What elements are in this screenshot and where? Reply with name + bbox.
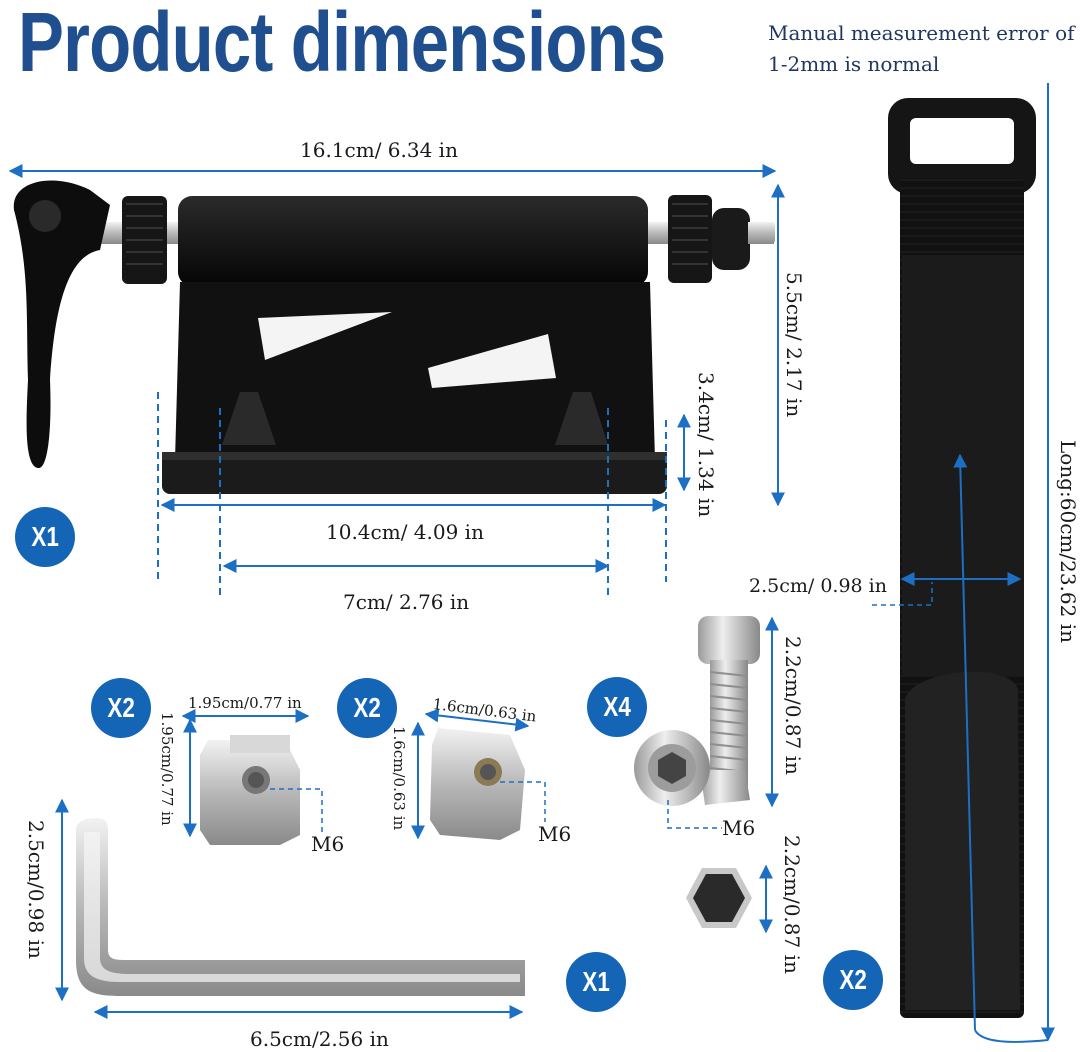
- bolt-thread-label: M6: [722, 816, 756, 840]
- hex-key-tip-size-label: 2.2cm/0.87 in: [780, 835, 804, 974]
- strap-width-label: 2.5cm/ 0.98 in: [749, 575, 887, 597]
- t-nut-small: [430, 728, 525, 840]
- t-nut-small-height-label: 1.6cm/0.63 in: [390, 726, 408, 831]
- hex-key-length-label: 6.5cm/2.56 in: [250, 1027, 389, 1051]
- hex-key-quantity-badge: X1: [566, 952, 626, 1012]
- strap-length-label: Long:60cm/23.62 in: [1056, 440, 1080, 643]
- t-nut-small-quantity-badge: X2: [337, 678, 397, 738]
- measurement-note: Manual measurement error of 1-2mm is nor…: [768, 21, 1075, 76]
- fork-mount: [13, 180, 775, 494]
- hex-bolts: [634, 616, 760, 806]
- rack-height-label: 5.5cm/ 2.17 in: [782, 272, 806, 418]
- rack-base-width-label: 10.4cm/ 4.09 in: [326, 520, 484, 544]
- strap-quantity-badge: X2: [823, 950, 883, 1010]
- rack-base-height-label: 3.4cm/ 1.34 in: [694, 372, 718, 518]
- bolt-quantity-badge: X4: [587, 677, 647, 737]
- rack-total-width-label: 16.1cm/ 6.34 in: [300, 138, 458, 162]
- t-nut-large: [200, 735, 300, 845]
- t-nut-small-thread-label: M6: [538, 822, 572, 846]
- t-nut-large-height-label: 1.95cm/0.77 in: [158, 712, 176, 826]
- t-nut-large-width-label: 1.95cm/0.77 in: [188, 694, 302, 712]
- page-title: Product dimensions: [18, 0, 666, 89]
- hex-key-tip: [686, 868, 752, 928]
- rack-quantity-badge: X1: [15, 507, 75, 567]
- rack-hole-spacing-label: 7cm/ 2.76 in: [343, 590, 470, 614]
- t-nut-large-thread-label: M6: [311, 832, 345, 856]
- t-nut-large-quantity-badge: X2: [91, 678, 151, 738]
- bolt-length-label: 2.2cm/0.87 in: [781, 636, 805, 775]
- hex-key-height-label: 2.5cm/0.98 in: [24, 820, 48, 959]
- hex-key: [76, 818, 525, 996]
